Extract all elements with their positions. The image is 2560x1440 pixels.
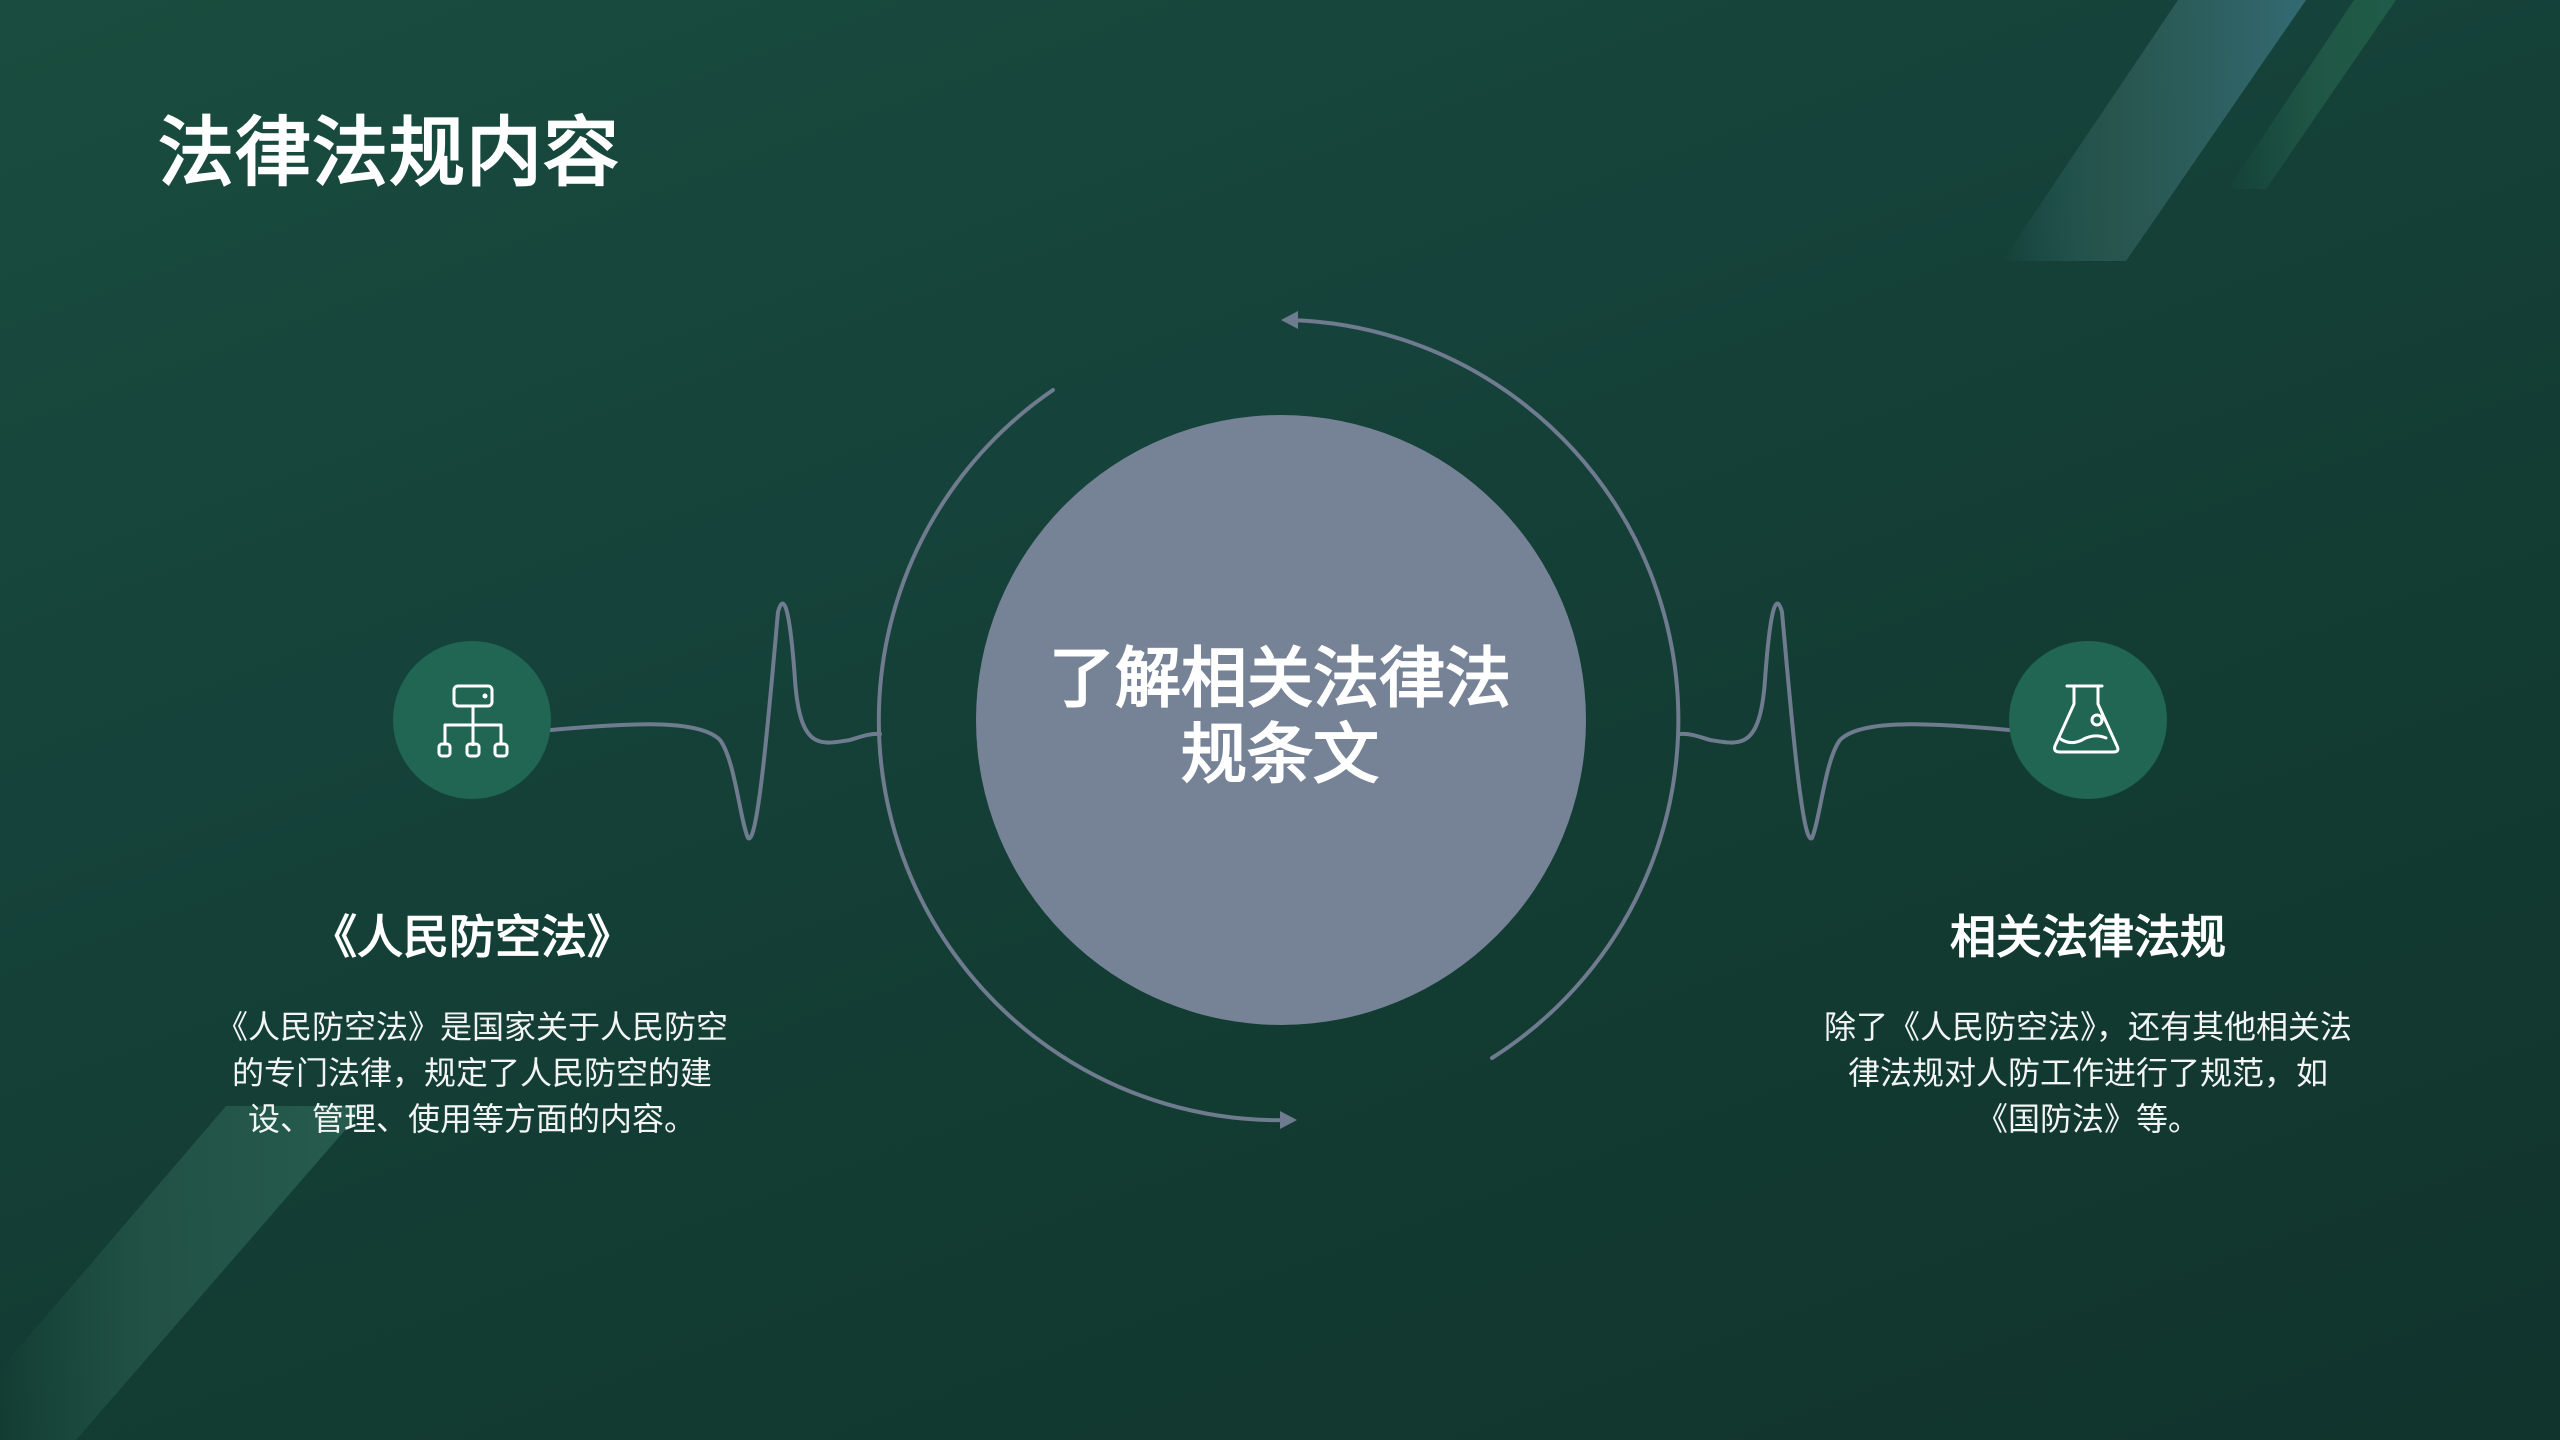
- pulse-line-right: [1678, 601, 2011, 841]
- decor-stripe-large: [2002, 0, 2306, 261]
- right-heading: 相关法律法规: [1950, 911, 2226, 963]
- arc-right: [1288, 318, 1681, 1060]
- flask-icon: [2053, 684, 2120, 754]
- decor-stripe-bottom: [0, 1106, 366, 1440]
- center-label-line-1: 了解相关法律法: [1049, 641, 1511, 715]
- right-icon-badge: [2009, 641, 2167, 799]
- center-label-line-2: 规条文: [1181, 717, 1379, 791]
- slide-title: 法律法规内容: [158, 111, 620, 196]
- left-icon-badge: [393, 641, 551, 799]
- left-body: 《人民防空法》是国家关于人民防空的专门法律，规定了人民防空的建设、管理、使用等方…: [215, 1009, 728, 1137]
- left-heading: 《人民防空法》: [311, 911, 633, 963]
- arc-left: [876, 388, 1292, 1123]
- hierarchy-icon: [437, 684, 509, 758]
- arrowhead-bottom-icon: [1280, 1111, 1297, 1129]
- center-circle: [976, 415, 1586, 1025]
- pulse-line-left: [549, 601, 882, 841]
- right-body: 除了《人民防空法》，还有其他相关法律法规对人防工作进行了规范，如《国防法》等。: [1823, 1009, 2352, 1137]
- arrowhead-top-icon: [1281, 311, 1298, 329]
- center-label: 了解相关法律法 规条文: [1030, 640, 1530, 792]
- decor-stripe-small: [2228, 0, 2396, 189]
